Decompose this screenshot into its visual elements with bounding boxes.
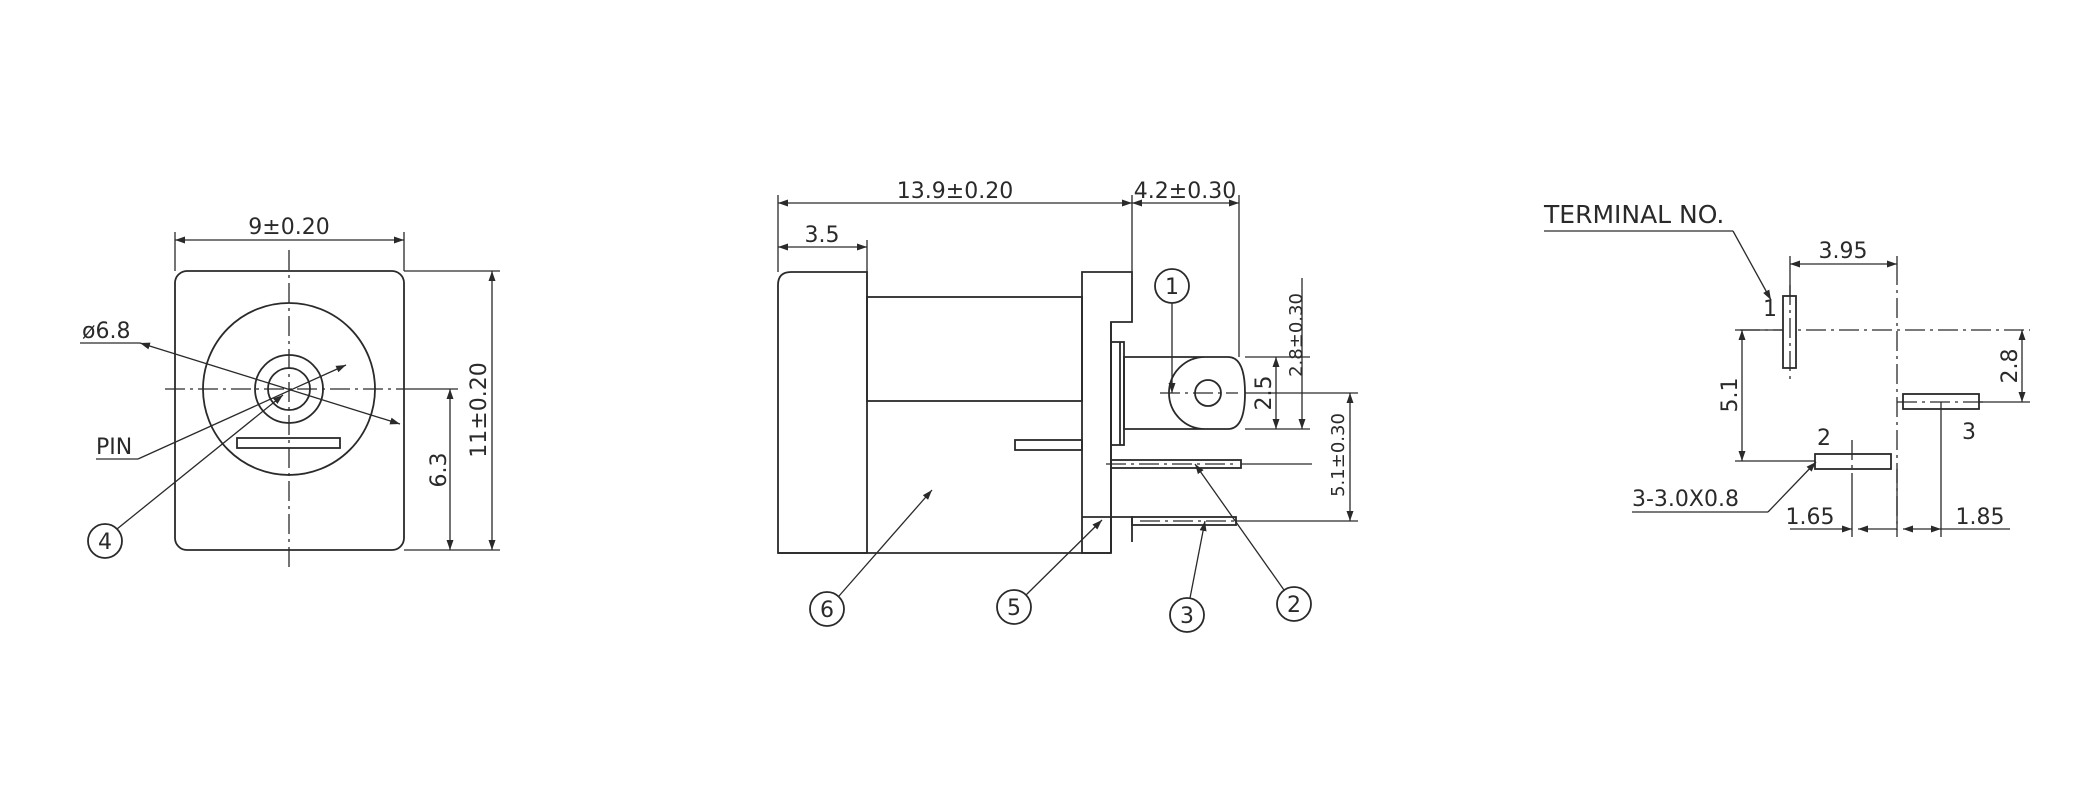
callout-6-text: 6 <box>820 598 834 623</box>
layout-terminal-1-label: 1 <box>1763 297 1777 322</box>
side-nose <box>866 296 1083 402</box>
side-terminal-width-dim-text: 2.8±0.30 <box>1286 293 1307 377</box>
layout-terminal-2 <box>1814 453 1892 470</box>
side-offset-dim-text: 5.1±0.30 <box>1328 413 1349 497</box>
front-height-dim-text: 11±0.20 <box>467 362 492 457</box>
side-main-body <box>777 271 868 554</box>
bore-dia-label: ø6.8 <box>82 319 130 344</box>
callout-5-circle <box>996 589 1032 625</box>
terminal-title: TERMINAL NO. <box>1543 200 1724 229</box>
callout-5-leader <box>1025 519 1103 596</box>
callout-3-leader <box>1189 520 1207 599</box>
layout-vertical-dim-text: 5.1 <box>1718 378 1743 413</box>
callout-2-leader <box>1194 463 1285 591</box>
front-width-dim-text: 9±0.20 <box>248 215 329 240</box>
callout-5-text: 5 <box>1007 596 1021 621</box>
bore-dia-leader <box>139 342 401 425</box>
side-terminal-length-dim-text: 4.2±0.30 <box>1134 179 1236 204</box>
callout-4-leader <box>116 394 284 530</box>
pin-leader <box>137 364 347 460</box>
callout-6-circle <box>809 591 845 627</box>
layout-dim-165-text: 1.65 <box>1786 505 1835 530</box>
front-view: 9±0.20 11±0.20 6.3 ø6.8 PIN 4 <box>80 215 500 570</box>
callout-1-text: 1 <box>1165 275 1179 300</box>
layout-offset-dim-text: 2.8 <box>1998 349 2023 384</box>
terminal-layout-view: TERMINAL NO. 1 3 2 3.95 5.1 2.8 3-3. <box>1543 200 2030 537</box>
layout-size-note-leader <box>1767 461 1817 513</box>
terminal-root <box>1110 341 1125 446</box>
side-base-step <box>1111 516 1133 542</box>
callout-4-circle <box>87 523 123 559</box>
callout-4-text: 4 <box>98 530 112 555</box>
front-center-dim-text: 6.3 <box>427 453 452 488</box>
front-slot <box>236 437 341 449</box>
layout-spacing-dim-text: 3.95 <box>1819 239 1868 264</box>
layout-terminal-2-label: 2 <box>1817 426 1831 451</box>
callout-2-circle <box>1276 586 1312 622</box>
terminal-title-leader <box>1732 230 1772 301</box>
pin-label: PIN <box>96 435 132 460</box>
layout-size-note: 3-3.0X0.8 <box>1632 487 1739 512</box>
side-view: 13.9±0.20 4.2±0.30 3.5 2.8±0.30 2.5 5.1±… <box>777 179 1358 633</box>
callout-2-text: 2 <box>1287 593 1301 618</box>
side-length-dim-text: 13.9±0.20 <box>897 179 1013 204</box>
callout-3-circle <box>1169 597 1205 633</box>
callout-3-text: 3 <box>1180 604 1194 629</box>
side-plate-stub <box>1014 439 1083 451</box>
terminal-1 <box>1123 356 1206 430</box>
side-step-dim-text: 3.5 <box>805 223 840 248</box>
layout-terminal-3-label: 3 <box>1962 420 1976 445</box>
callout-6-leader <box>838 489 933 597</box>
layout-dim-185-text: 1.85 <box>1956 505 2005 530</box>
